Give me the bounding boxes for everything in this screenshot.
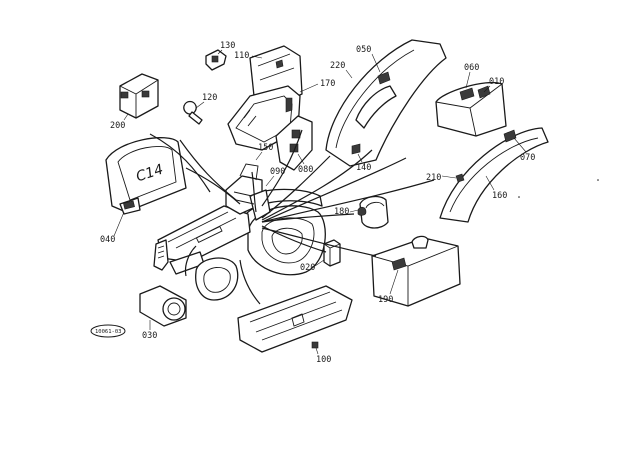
part-190-tank bbox=[371, 235, 461, 307]
callout-120: 120 bbox=[202, 93, 217, 103]
callout-200: 200 bbox=[110, 121, 125, 131]
part-100-floor-mat bbox=[237, 285, 353, 353]
part-080-plate bbox=[275, 115, 313, 171]
callout-220: 220 bbox=[330, 61, 345, 71]
part-120-bulb bbox=[183, 100, 203, 125]
callout-150: 150 bbox=[258, 143, 273, 153]
stray-dot bbox=[597, 179, 599, 181]
callout-110: 110 bbox=[234, 51, 249, 61]
callout-040: 040 bbox=[100, 235, 115, 245]
callout-050: 050 bbox=[356, 45, 371, 55]
callout-130: 130 bbox=[220, 41, 235, 51]
callout-030: 030 bbox=[142, 331, 157, 341]
callout-020: 020 bbox=[300, 263, 315, 273]
part-160-fender bbox=[439, 127, 549, 223]
callout-010: 010 bbox=[489, 77, 504, 87]
part-030-cylinder bbox=[139, 285, 187, 327]
part-040-front-panel: C14 bbox=[105, 137, 187, 215]
callout-210: 210 bbox=[426, 173, 441, 183]
callout-190: 190 bbox=[378, 295, 393, 305]
part-220-fender bbox=[325, 39, 447, 167]
part-200-box bbox=[119, 73, 159, 119]
callout-070: 070 bbox=[520, 153, 535, 163]
callout-170: 170 bbox=[320, 79, 335, 89]
reference-stamp: 10061-03 bbox=[90, 324, 126, 338]
callout-140: 140 bbox=[356, 163, 371, 173]
reference-stamp-text: 10061-03 bbox=[95, 329, 122, 335]
stray-dot bbox=[518, 196, 520, 198]
callout-labels: 010 020 030 040 050 060 070 080 090 100 … bbox=[100, 41, 535, 365]
part-180-lamp bbox=[357, 195, 389, 229]
callout-080: 080 bbox=[298, 165, 313, 175]
callout-100: 100 bbox=[316, 355, 331, 365]
callout-060: 060 bbox=[464, 63, 479, 73]
callout-160: 160 bbox=[492, 191, 507, 201]
leader-lines bbox=[149, 129, 435, 305]
callout-090: 090 bbox=[270, 167, 285, 177]
part-060-010-cover bbox=[435, 82, 507, 137]
callout-180: 180 bbox=[334, 207, 349, 217]
part-130-clip bbox=[205, 49, 227, 71]
